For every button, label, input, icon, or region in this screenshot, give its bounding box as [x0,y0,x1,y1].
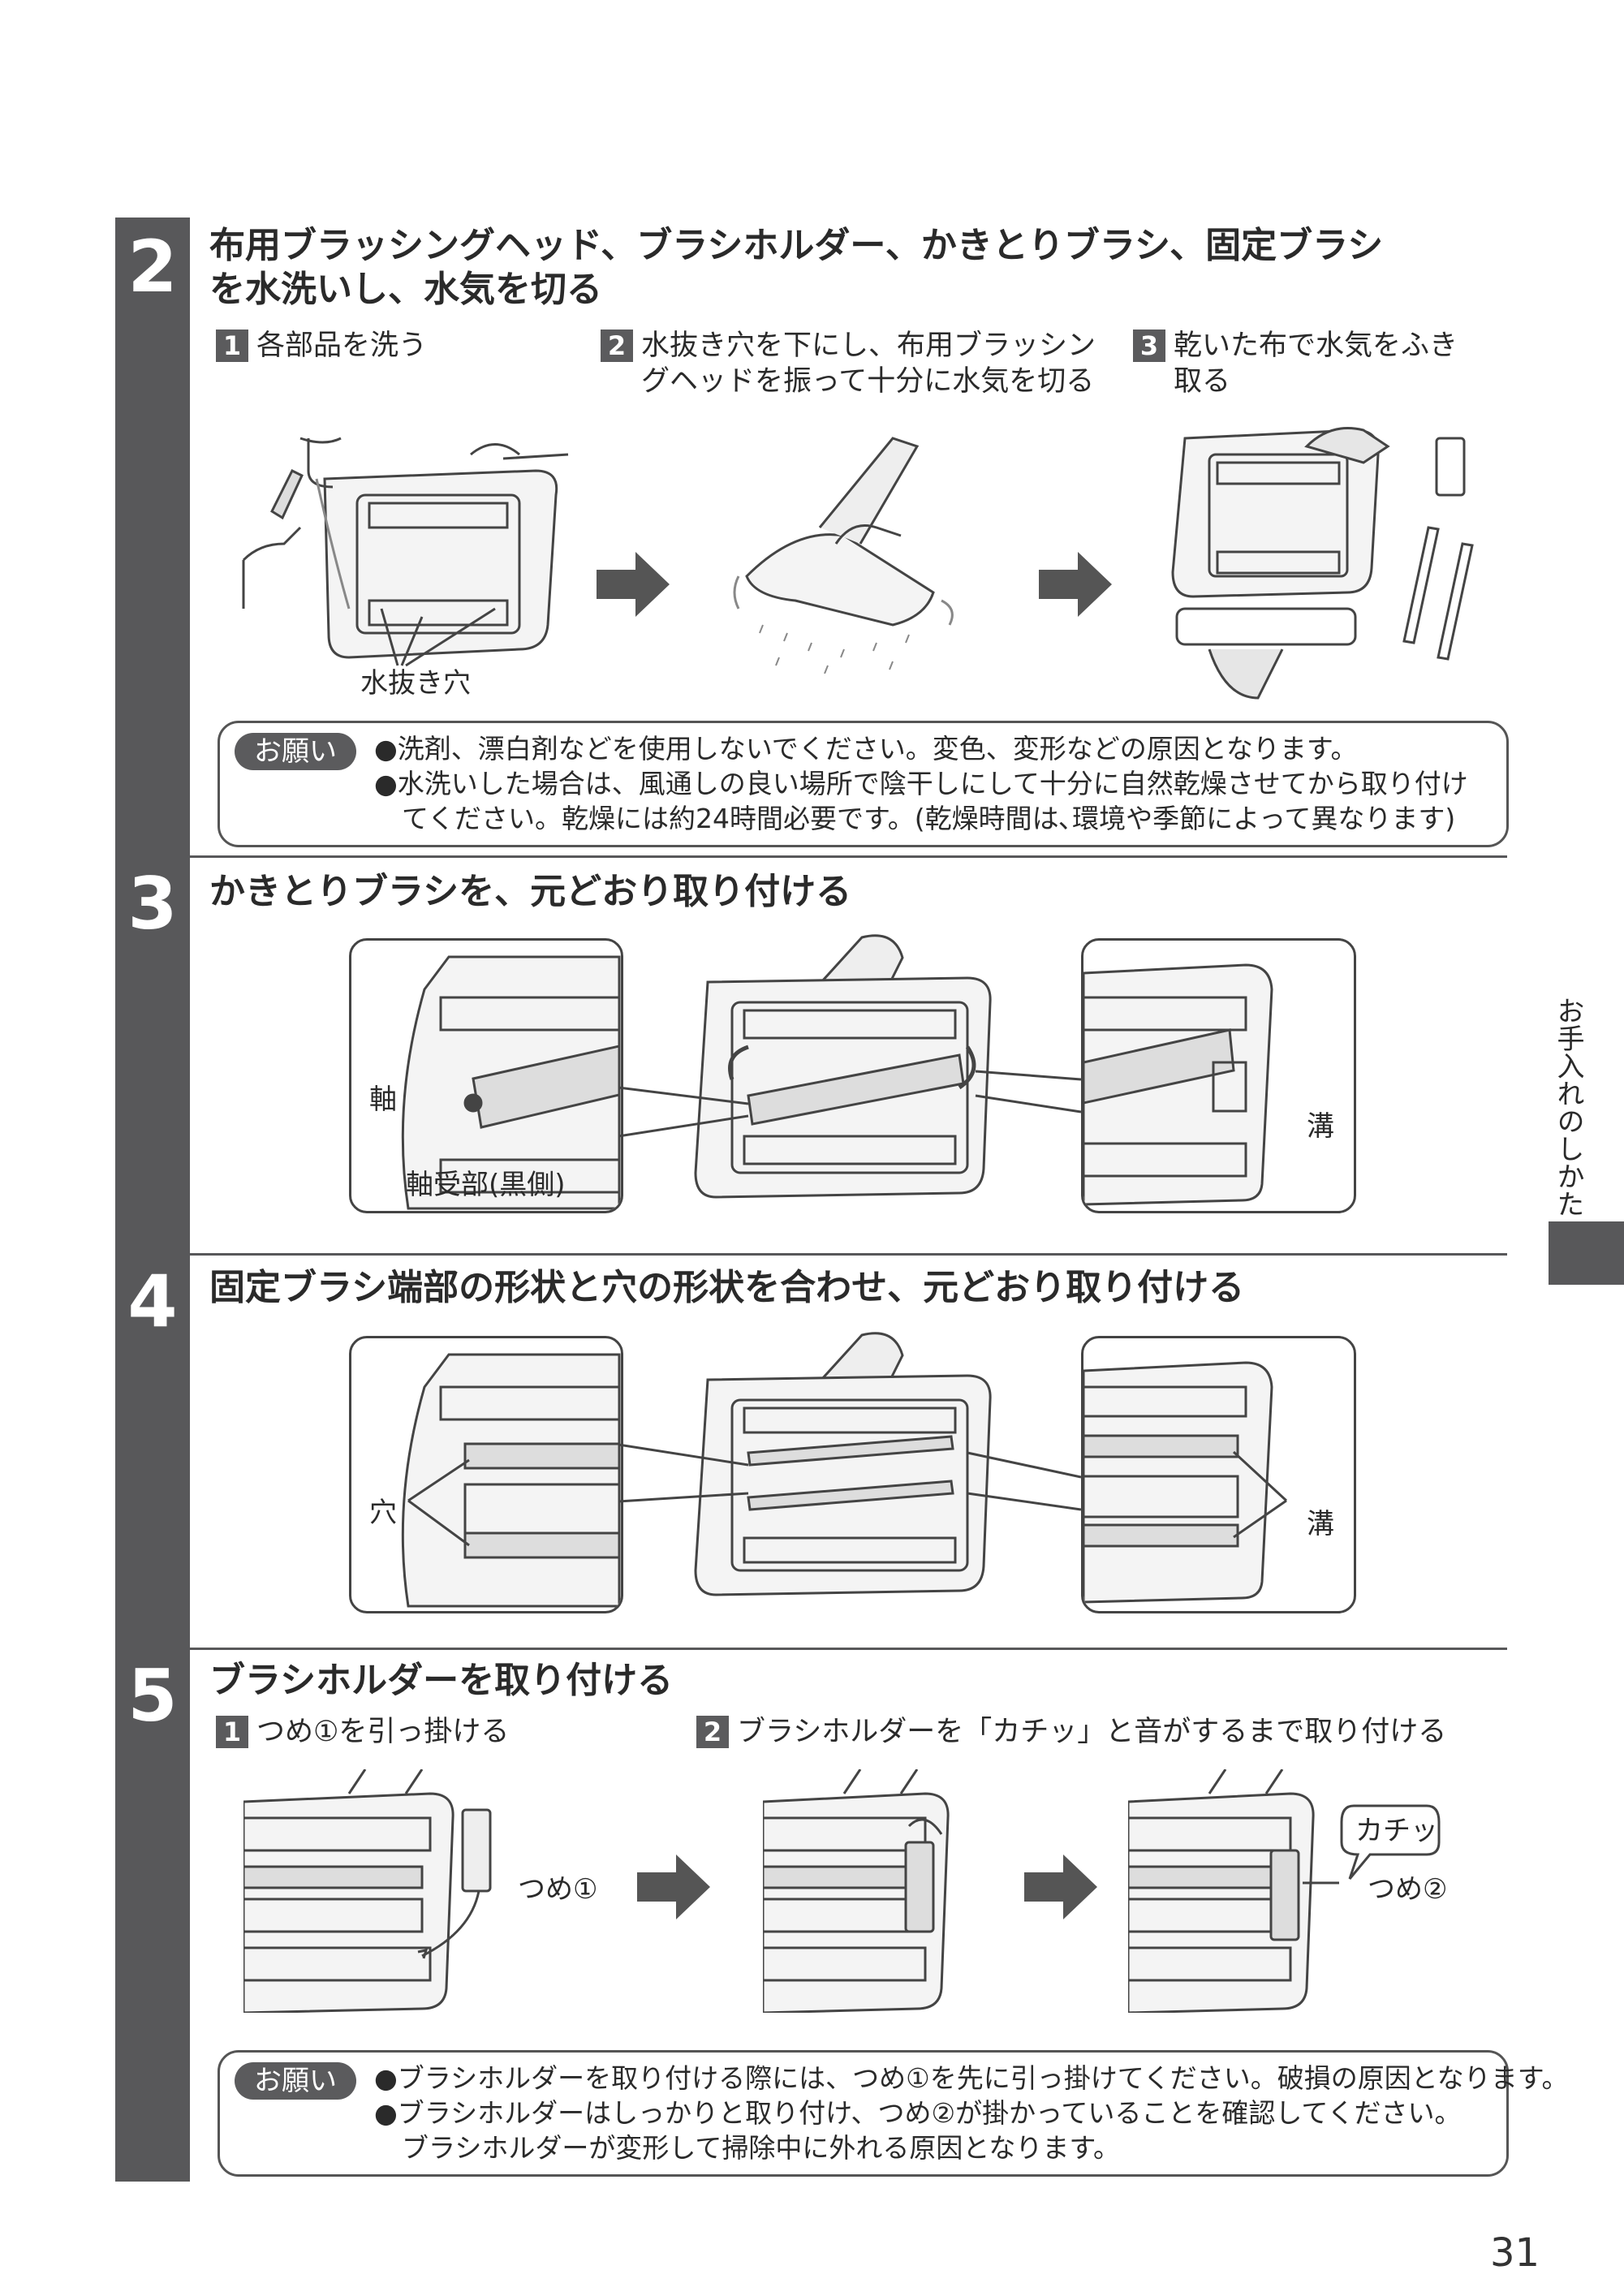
step-5-bar [115,1648,190,2182]
step-4-title: 固定ブラシ端部の形状と穴の形状を合わせ、元どおり取り付ける [209,1267,1245,1308]
groove-detail-frame-2 [1081,1336,1356,1613]
step-4-bar [115,1253,190,1648]
arrow-right-icon [597,552,670,617]
caution-note-step-2: お願い ●洗剤、漂白剤などを使用しないでください。変色、変形などの原因となります… [218,721,1509,847]
section-side-label: お手入れのしかた [1552,997,1584,1217]
click-speech-bubble [1340,1804,1441,1880]
arrow-right-icon [1039,552,1112,617]
step-2-bar [115,218,190,855]
caution-tag: お願い [235,2062,356,2100]
step-3-bar [115,855,190,1253]
groove-label: 溝 [1307,1110,1334,1143]
section-side-tab [1549,1221,1624,1285]
rake-brush-install-illustration [618,934,1081,1199]
shaft-label: 軸 [369,1083,397,1116]
step-divider [190,1253,1507,1256]
attach-holder-illustration [763,1769,950,2013]
groove-label-2: 溝 [1307,1508,1334,1540]
caution-note-step-5: お願い ●ブラシホルダーを取り付ける際には、つめ①を先に引っ掛けてください。破損… [218,2050,1568,2177]
wipe-parts-illustration [1171,427,1474,700]
hole-detail-illustration [401,1353,621,1608]
sub-number-badge: 2 [696,1716,729,1748]
groove-detail-illustration [1083,963,1273,1206]
shaft-detail-illustration [401,955,621,1210]
sub-number-badge: 3 [1133,330,1165,362]
click-label: カチッ [1355,1815,1438,1847]
step-5-title: ブラシホルダーを取り付ける [209,1660,674,1701]
shake-head-illustration [733,437,954,674]
step-3-number: 3 [127,862,178,946]
shaft-detail-frame [349,938,623,1213]
groove-detail-frame [1081,938,1356,1213]
caution-tag: お願い [235,733,356,770]
page-number: 31 [1490,2230,1540,2276]
bearing-label: 軸受部(黒側) [406,1169,566,1201]
sub-number-badge: 2 [601,330,633,362]
fixed-brush-install-illustration [618,1332,1081,1596]
washing-parts-illustration [242,437,569,667]
step-divider [190,855,1507,858]
step-3-title: かきとりブラシを、元どおり取り付ける [209,871,852,912]
holder-attached-illustration [1128,1769,1339,2013]
drain-hole-label: 水抜き穴 [360,667,471,700]
step-divider [190,1648,1507,1650]
hole-detail-frame [349,1336,623,1613]
arrow-right-icon [637,1854,710,1919]
arrow-right-icon [1024,1854,1097,1919]
sub-number-badge: 1 [216,1716,248,1748]
step-2-number: 2 [127,225,178,308]
hook-claw-illustration [243,1769,492,2013]
hole-label: 穴 [369,1497,397,1529]
sub-number-badge: 1 [216,330,248,362]
groove-detail-illustration-2 [1083,1361,1288,1604]
claw-2-label: つめ② [1368,1873,1448,1906]
claw-1-label: つめ① [518,1873,598,1906]
step-5-number: 5 [127,1654,178,1738]
step-2-title: 布用ブラッシングヘッド、ブラシホルダー、かきとりブラシ、固定ブラシ を水洗いし、… [209,225,1384,310]
step-4-number: 4 [127,1260,178,1343]
